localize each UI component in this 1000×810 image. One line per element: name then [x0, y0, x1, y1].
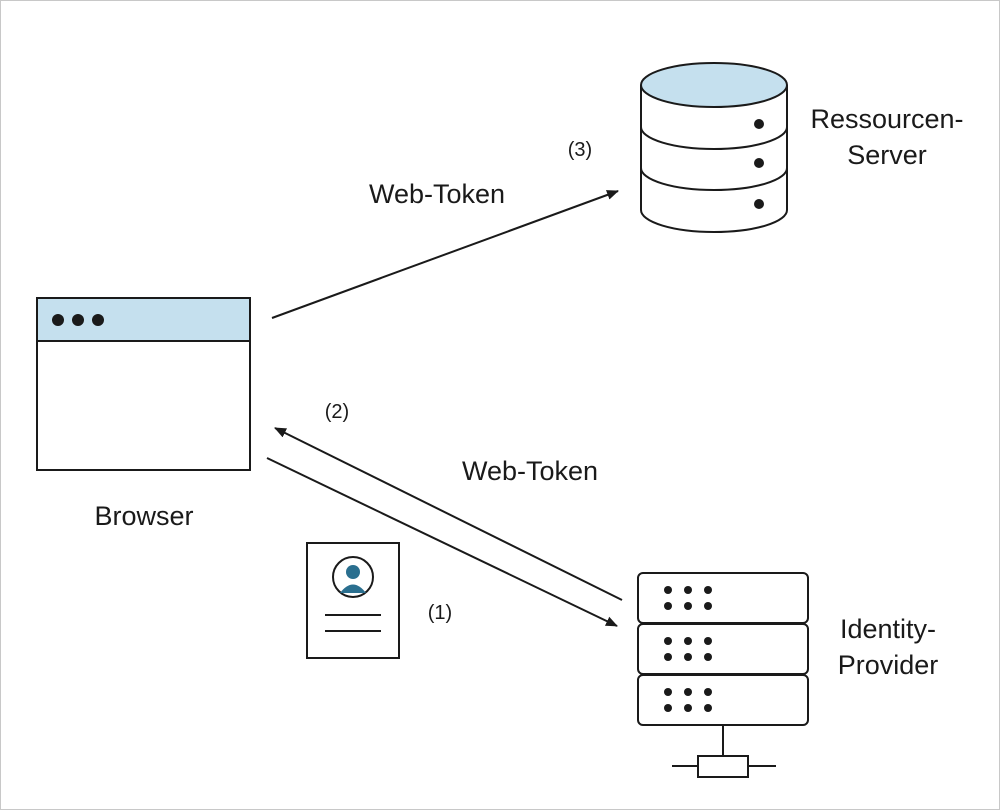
server-rack-icon [637, 572, 809, 778]
step2-token-label: Web-Token [462, 456, 598, 486]
step2-number: (2) [325, 401, 349, 423]
arrow-step3 [271, 190, 619, 319]
step3-token-label: Web-Token [369, 179, 505, 209]
arrow-step1 [266, 457, 618, 627]
identity-provider-label-line2: Provider [838, 650, 939, 680]
browser-window-icon [36, 297, 251, 471]
arrow-step2 [274, 427, 623, 601]
identity-provider-label-line1: Identity- [840, 614, 936, 644]
resource-server-label-line1: Ressourcen- [810, 104, 963, 134]
step3-number: (3) [568, 139, 592, 161]
id-card-icon [306, 542, 400, 659]
resource-server-label-line2: Server [847, 140, 927, 170]
database-icon [640, 62, 788, 233]
step1-number: (1) [428, 602, 452, 624]
browser-label: Browser [94, 501, 193, 531]
